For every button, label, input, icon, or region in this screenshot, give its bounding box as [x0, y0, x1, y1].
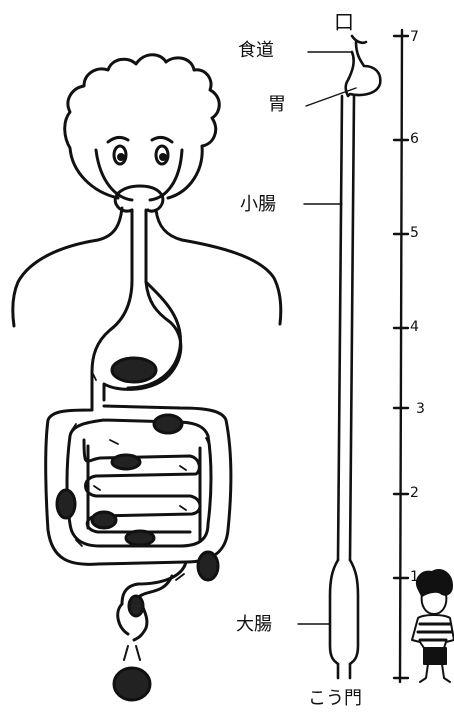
child-face: [422, 594, 447, 614]
label-small-intestine: 小腸: [240, 196, 276, 214]
intestine-food-2: [112, 455, 140, 469]
tract-stomach: [346, 42, 381, 96]
intestine-food-4: [92, 512, 116, 528]
stomach-food: [112, 358, 156, 382]
ruler-tick-label-7: 7: [410, 30, 419, 44]
label-stomach: 胃: [268, 96, 286, 114]
tract-small-intestine: [338, 96, 354, 560]
expelled-stool: [114, 668, 150, 700]
digestive-tract-length: [298, 36, 380, 678]
ruler-tick-label-2: 2: [410, 486, 419, 500]
intestine-food-1: [154, 415, 182, 433]
label-mouth: 口: [334, 12, 354, 32]
label-esophagus: 食道: [238, 42, 274, 60]
ruler-tick-label-3: 3: [416, 402, 425, 416]
child-hair: [417, 570, 452, 596]
ruler-tick-label-4: 4: [410, 320, 419, 334]
child-shorts: [424, 648, 446, 664]
eyebrows: [108, 137, 172, 142]
intestine-food-3: [57, 490, 75, 518]
ruler-axis: [400, 30, 402, 682]
tract-mouth: [352, 36, 366, 43]
tract-anus: [338, 664, 350, 678]
head-hair-outline: [65, 55, 220, 198]
label-anus: こう門: [308, 690, 362, 708]
tract-large-intestine: [330, 560, 358, 664]
length-ruler: [394, 30, 408, 682]
child-figure: [412, 570, 454, 682]
shoulders-outline: [13, 208, 122, 326]
intestine-food-5: [126, 531, 154, 545]
ruler-tick-label-1: 1: [410, 570, 419, 584]
ruler-tick-label-5: 5: [410, 226, 419, 240]
rectum-tube: [118, 562, 186, 634]
ruler-tick-label-6: 6: [410, 132, 419, 146]
intestine-food-6: [198, 552, 218, 580]
child-legs: [420, 664, 450, 682]
rectum-food: [129, 596, 143, 616]
label-large-intestine: 大腸: [236, 616, 272, 634]
human-figure: [13, 55, 281, 700]
